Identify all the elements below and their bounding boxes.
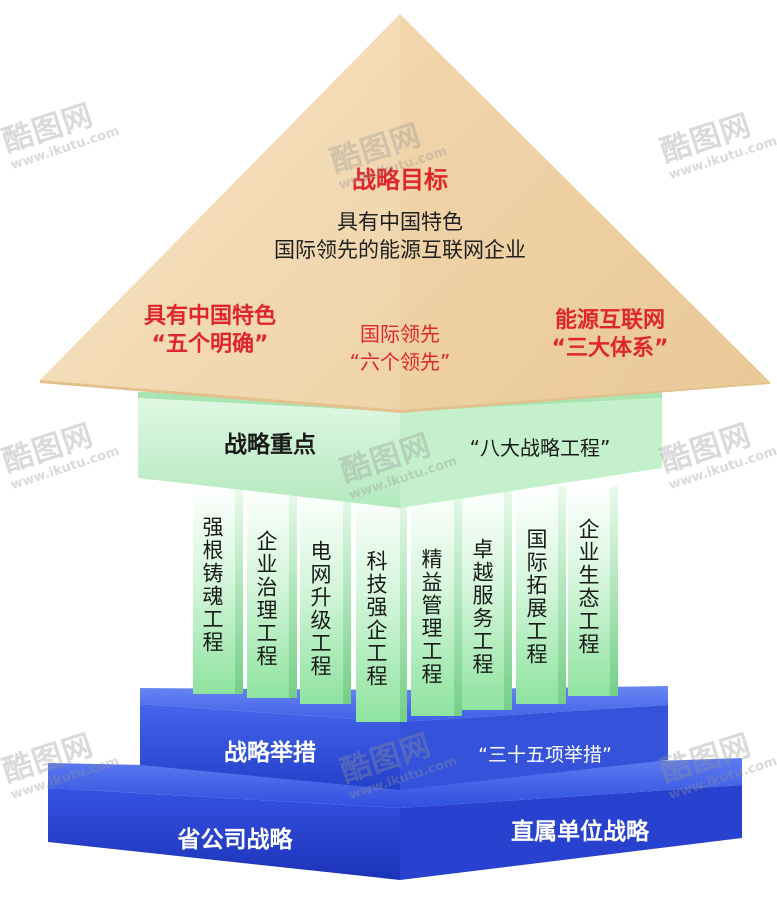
goal-item-1-line1: 具有中国特色 bbox=[143, 304, 276, 329]
pillar-label-1: 强根铸魂工程 bbox=[200, 516, 224, 654]
pillar-label-6: 卓越服务工程 bbox=[470, 538, 494, 676]
goal-item-1-line2: “五个明确” bbox=[151, 332, 269, 357]
pillar-label-4: 科技强企工程 bbox=[364, 550, 388, 688]
measures-title: 战略举措 bbox=[224, 740, 316, 766]
goal-subtitle-line2: 国际领先的能源互联网企业 bbox=[274, 238, 526, 262]
goal-title: 战略目标 bbox=[352, 166, 448, 194]
pillar-shape bbox=[568, 486, 618, 696]
goal-item-3-line2: “三大体系” bbox=[551, 336, 669, 361]
pillar-label-8: 企业生态工程 bbox=[576, 518, 600, 656]
pillar-shape bbox=[247, 486, 297, 698]
pillars bbox=[193, 486, 618, 722]
pillar-shape bbox=[300, 486, 351, 704]
focus-label: “八大战略工程” bbox=[469, 436, 611, 460]
pillar-label-2: 企业治理工程 bbox=[254, 530, 278, 668]
goal-item-2-line1: 国际领先 bbox=[360, 322, 440, 346]
roof-pyramid bbox=[40, 14, 770, 413]
focus-title: 战略重点 bbox=[224, 432, 316, 458]
pillar-shape bbox=[462, 486, 512, 710]
base-left-label: 省公司战略 bbox=[177, 827, 293, 853]
pillar-shape bbox=[193, 486, 243, 694]
goal-item-2-line2: “六个领先” bbox=[349, 350, 451, 374]
goal-subtitle-line1: 具有中国特色 bbox=[337, 210, 463, 234]
pillar-shape bbox=[356, 486, 407, 722]
pillar-shape bbox=[516, 486, 566, 704]
goal-item-3-line1: 能源互联网 bbox=[554, 308, 665, 333]
pillar-label-5: 精益管理工程 bbox=[419, 548, 443, 686]
base-right-label: 直属单位战略 bbox=[511, 819, 649, 845]
measures-label: “三十五项举措” bbox=[478, 744, 612, 766]
pillar-label-7: 国际拓展工程 bbox=[524, 528, 548, 666]
pillar-shape bbox=[411, 486, 462, 716]
pillar-label-3: 电网升级工程 bbox=[308, 540, 332, 678]
